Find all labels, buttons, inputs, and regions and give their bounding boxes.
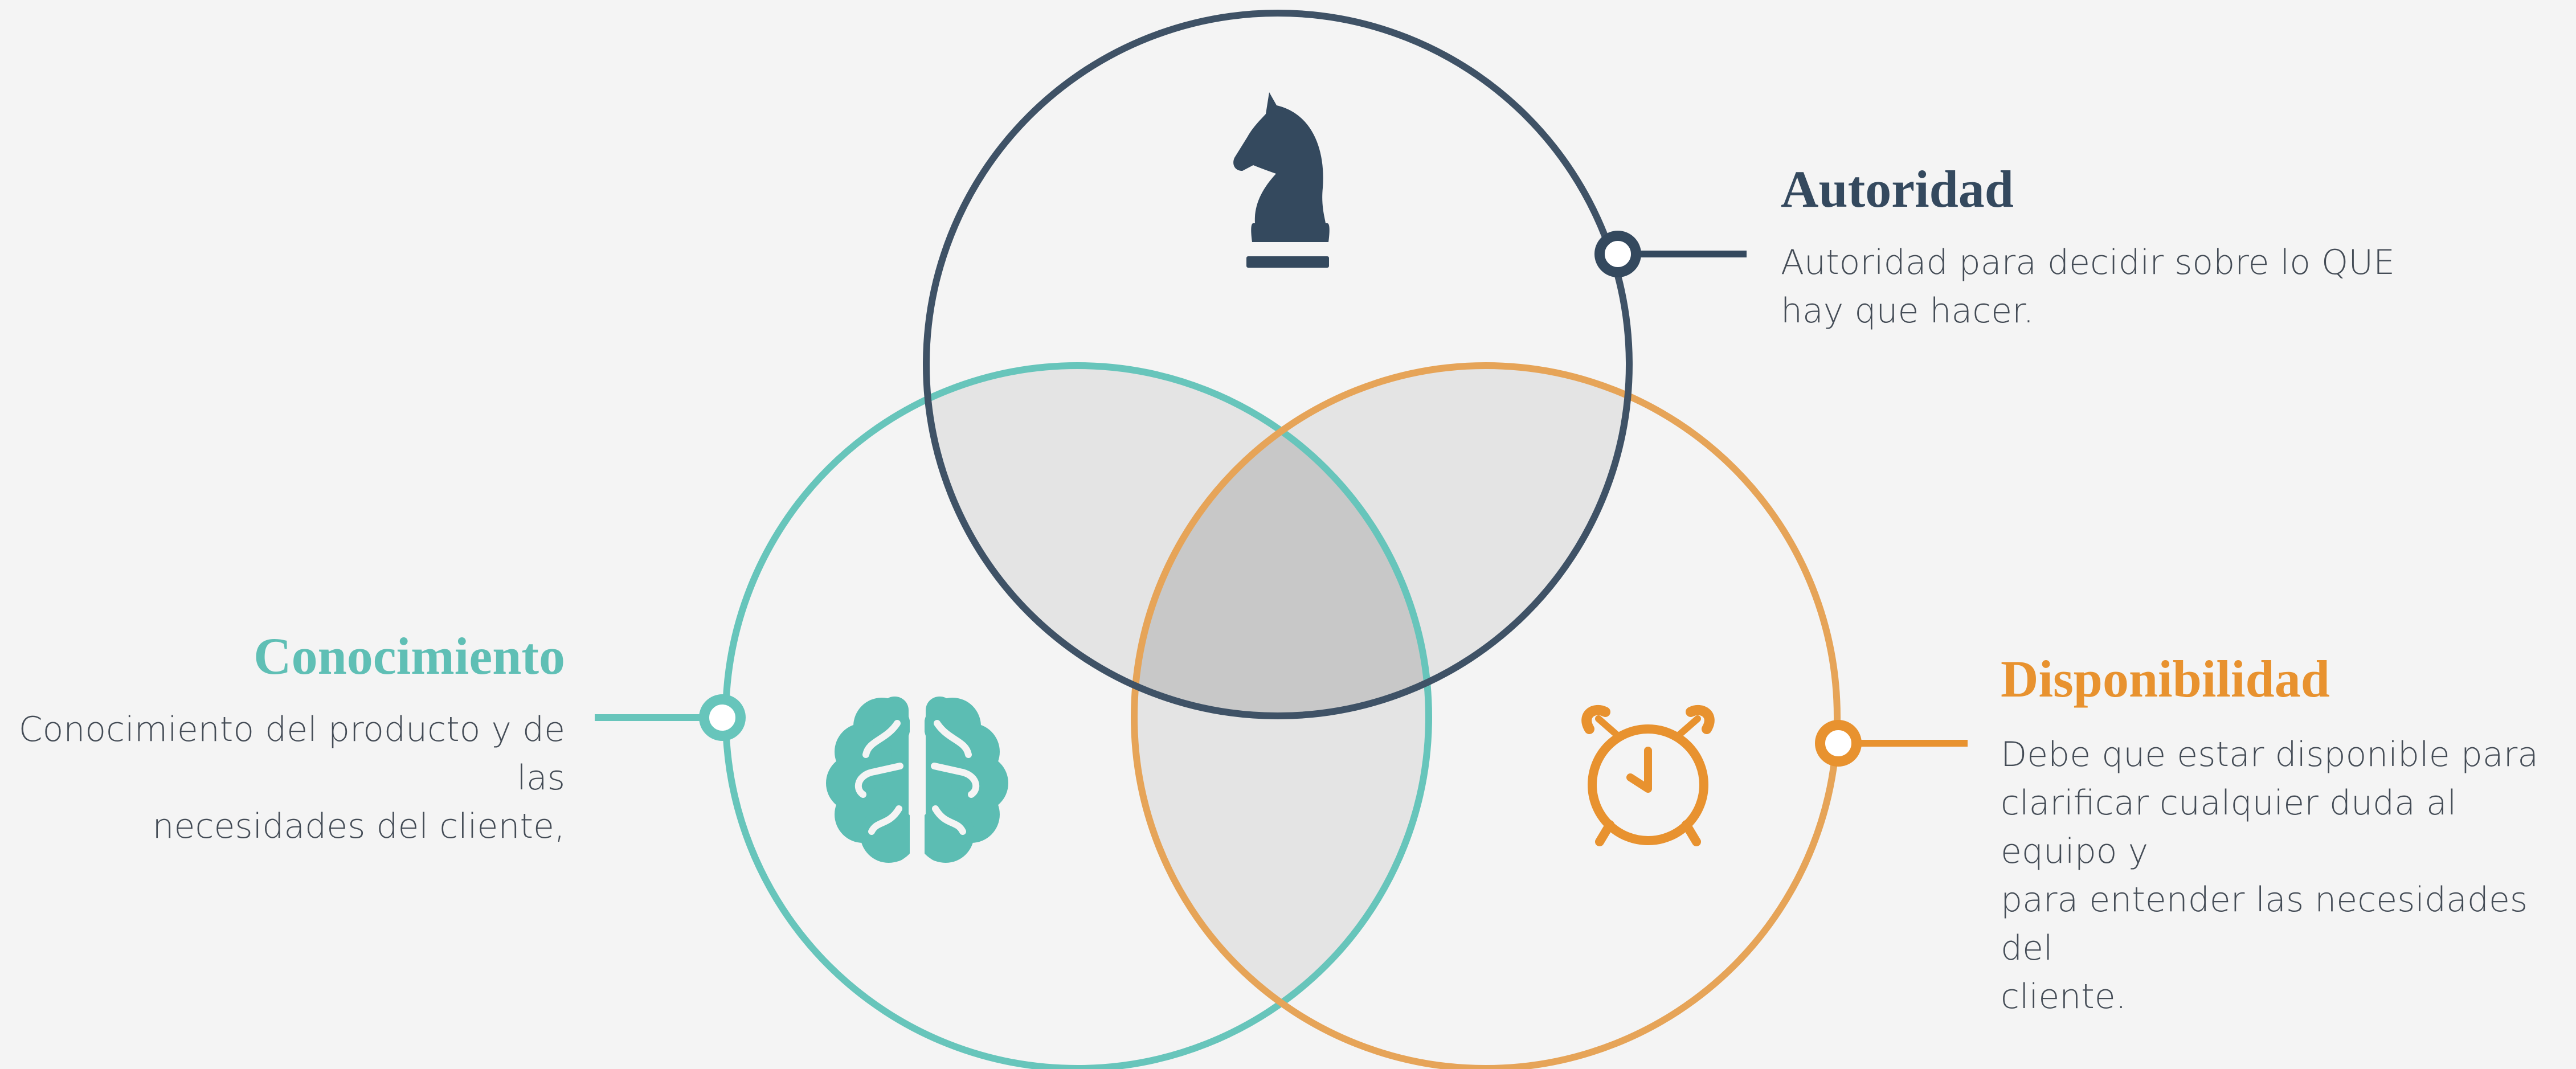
conocimiento-description: Conocimiento del producto y de las neces… bbox=[11, 706, 565, 851]
connector-disponibilidad bbox=[1815, 720, 1968, 767]
conocimiento-description-line: necesidades del cliente, bbox=[152, 806, 565, 847]
disponibilidad-description-line: clarificar cualquier duda al equipo y bbox=[2001, 783, 2457, 872]
conocimiento-description-line: Conocimiento del producto y de las bbox=[18, 710, 565, 798]
conocimiento-title: Conocimiento bbox=[253, 627, 565, 685]
autoridad-description: Autoridad para decidir sobre lo QUE hay … bbox=[1781, 239, 2407, 335]
brain-icon bbox=[826, 697, 1008, 866]
autoridad-callout: Autoridad Autoridad para decidir sobre l… bbox=[1781, 160, 2407, 335]
chess-knight-icon bbox=[1233, 92, 1330, 268]
disponibilidad-callout: Disponibilidad Debe que estar disponible… bbox=[2001, 650, 2570, 1021]
overlap-center bbox=[1134, 366, 1429, 716]
conocimiento-callout: Conocimiento Conocimiento del producto y… bbox=[11, 627, 565, 851]
disponibilidad-title: Disponibilidad bbox=[2001, 650, 2330, 708]
alarm-clock-icon bbox=[1581, 705, 1715, 846]
disponibilidad-description-line: cliente. bbox=[2001, 977, 2127, 1017]
autoridad-description-line: hay que hacer. bbox=[1781, 291, 2034, 331]
overlap-regions bbox=[926, 366, 1629, 1068]
autoridad-description-line: Autoridad para decidir sobre lo QUE bbox=[1781, 243, 2395, 283]
circle-autoridad bbox=[923, 10, 1633, 719]
autoridad-title: Autoridad bbox=[1781, 160, 2014, 218]
disponibilidad-description: Debe que estar disponible para clarifica… bbox=[2001, 731, 2570, 1021]
disponibilidad-description-line: Debe que estar disponible para bbox=[2001, 735, 2539, 775]
disponibilidad-description-line: para entender las necesidades del bbox=[2001, 880, 2528, 969]
connector-autoridad bbox=[1594, 231, 1747, 277]
connector-conocimiento bbox=[595, 694, 746, 741]
circle-disponibilidad bbox=[1131, 362, 1841, 1069]
